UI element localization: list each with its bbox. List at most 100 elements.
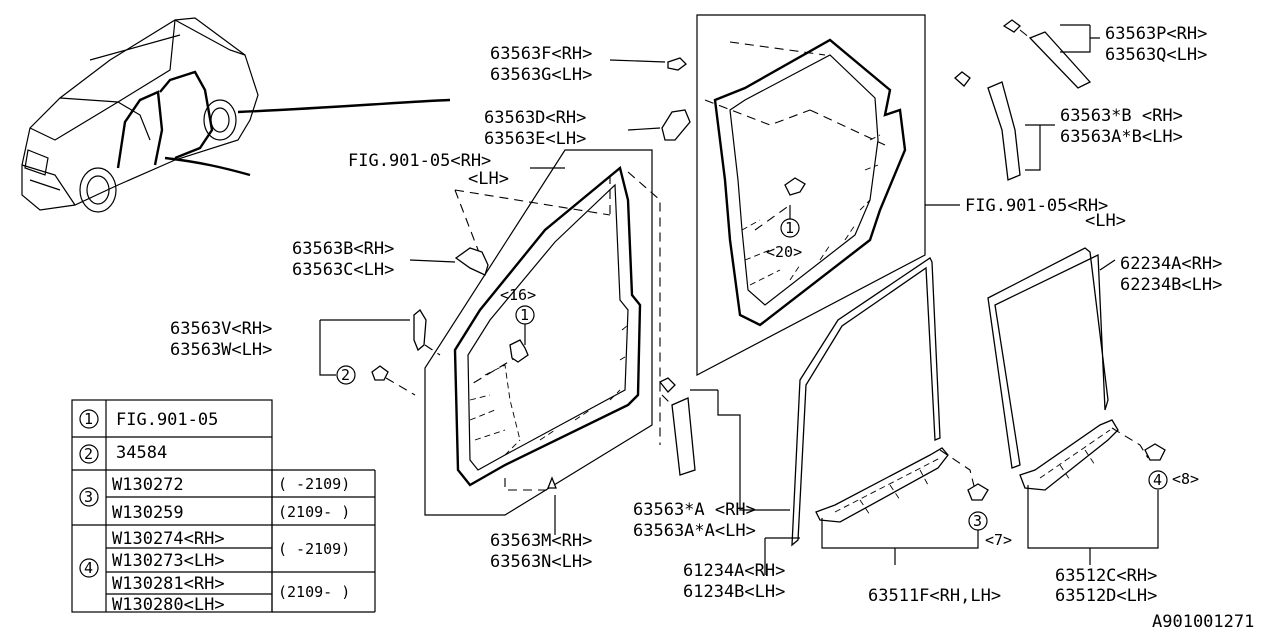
- leader-upper: [237, 98, 451, 114]
- clip-W130272: [967, 483, 989, 501]
- part-63563P-strip: [1028, 31, 1092, 89]
- strip-61234: [791, 257, 941, 547]
- callout-5: 63563P<RH> 63563Q<LH>: [1105, 24, 1207, 65]
- front-door-panel: [424, 149, 661, 516]
- callout-6-lh: 63563A*B<LH>: [1060, 127, 1183, 147]
- marker-clip4: 4 <8>: [1148, 470, 1199, 490]
- part-63563D: [661, 109, 691, 141]
- callout-2: FIG.901-05<RH> <LH>: [348, 151, 509, 189]
- callout-5-rh: 63563P<RH>: [1105, 24, 1207, 44]
- callout-3-lh: 63563C<LH>: [292, 260, 394, 280]
- marker-clip3-qty: <7>: [985, 531, 1012, 549]
- callout-4: 63563V<RH> 63563W<LH>: [170, 319, 272, 360]
- clip-bottom-front: [547, 476, 557, 489]
- part-63563B: [454, 247, 489, 276]
- strip-62234: [987, 247, 1109, 469]
- callout-11-lh: 61234B<LH>: [683, 582, 785, 602]
- marker-clip2-num: 2: [341, 366, 350, 384]
- callout-8: 62234A<RH> 62234B<LH>: [1120, 254, 1222, 295]
- callout-9: 63563M<RH> 63563N<LH>: [490, 531, 592, 572]
- callout-2-lh: <LH>: [468, 169, 509, 189]
- part-63563A-strip: [671, 397, 696, 476]
- marker-front: <16> 1: [500, 286, 536, 325]
- part-63563V: [413, 309, 427, 352]
- marker-clip2: 2: [336, 365, 356, 385]
- part-63563F: [667, 57, 687, 71]
- legend-num-2: 2: [84, 445, 93, 463]
- callout-7-rh: FIG.901-05<RH>: [965, 196, 1108, 216]
- callout-13: 63512C<RH> 63512D<LH>: [1055, 566, 1157, 606]
- callout-8-rh: 62234A<RH>: [1120, 254, 1222, 274]
- vehicle-overview: [21, 17, 259, 213]
- marker-clip4-num: 4: [1153, 471, 1162, 489]
- legend-date-3b: (2109- ): [278, 503, 350, 521]
- rear-door-panel: [696, 14, 926, 376]
- legend-part-4b: W130273<LH>: [112, 551, 225, 571]
- sill-63512C: [1019, 419, 1119, 491]
- legend-num-4: 4: [84, 559, 93, 577]
- callout-6: 63563*B <RH> 63563A*B<LH>: [1060, 106, 1183, 147]
- clip-rear: [784, 177, 806, 196]
- legend-date-4a: ( -2109): [278, 540, 350, 558]
- callout-10: 63563*A <RH> 63563A*A<LH>: [633, 500, 756, 541]
- callout-10-lh: 63563A*A<LH>: [633, 521, 756, 541]
- legend-date-4b: (2109- ): [278, 583, 350, 601]
- callout-9-lh: 63563N<LH>: [490, 552, 592, 572]
- leader-lower: [164, 156, 251, 177]
- part-63563B-strip: [987, 81, 1021, 181]
- marker-clip4-qty: <8>: [1172, 470, 1199, 488]
- callout-7: FIG.901-05<RH> <LH>: [965, 196, 1126, 231]
- marker-front-qty: <16>: [500, 286, 536, 304]
- marker-rear-qty: <20>: [766, 243, 802, 261]
- callout-13-rh: 63512C<RH>: [1055, 566, 1157, 586]
- callout-11: 61234A<RH> 61234B<LH>: [683, 561, 785, 602]
- callout-2-rh: FIG.901-05<RH>: [348, 151, 491, 171]
- marker-front-num: 1: [520, 306, 529, 324]
- legend-part-3a: W130272: [112, 475, 184, 495]
- callout-6-rh: 63563*B <RH>: [1060, 106, 1183, 126]
- legend-part-1: FIG.901-05: [116, 410, 218, 430]
- part-63563B-clip: [954, 71, 971, 87]
- callout-1-rh: 63563D<RH>: [484, 108, 586, 128]
- callout-8-lh: 62234B<LH>: [1120, 275, 1222, 295]
- callout-1: 63563D<RH> 63563E<LH>: [484, 108, 586, 149]
- callout-0-lh: 63563G<LH>: [490, 65, 592, 85]
- clip-W130274: [1144, 443, 1166, 461]
- callout-5-lh: 63563Q<LH>: [1105, 45, 1207, 65]
- clip-front: [509, 339, 529, 363]
- marker-clip3-num: 3: [973, 512, 982, 530]
- sill-63511F: [815, 447, 949, 523]
- part-63563A: [658, 377, 676, 393]
- callout-7-lh: <LH>: [1085, 211, 1126, 231]
- legend-part-4c: W130281<RH>: [112, 574, 225, 594]
- legend-date-3a: ( -2109): [278, 475, 350, 493]
- legend-num-3: 3: [84, 488, 93, 506]
- marker-rear-num: 1: [785, 219, 794, 237]
- part-63563P: [1002, 19, 1021, 33]
- callout-4-lh: 63563W<LH>: [170, 340, 272, 360]
- callout-11-rh: 61234A<RH>: [683, 561, 785, 581]
- clip-34584: [371, 365, 389, 381]
- marker-rear: 1 <20>: [766, 218, 802, 261]
- callout-3-rh: 63563B<RH>: [292, 239, 394, 259]
- callout-4-rh: 63563V<RH>: [170, 319, 272, 339]
- legend-part-2: 34584: [116, 443, 167, 463]
- callout-0: 63563F<RH> 63563G<LH>: [490, 44, 592, 85]
- callout-10-rh: 63563*A <RH>: [633, 500, 756, 520]
- callout-1-lh: 63563E<LH>: [484, 129, 586, 149]
- callout-3: 63563B<RH> 63563C<LH>: [292, 239, 394, 280]
- legend-part-4a: W130274<RH>: [112, 529, 225, 549]
- callout-13-lh: 63512D<LH>: [1055, 586, 1157, 606]
- legend-part-3b: W130259: [112, 503, 184, 523]
- marker-clip3: 3 <7>: [968, 511, 1012, 549]
- legend-table: 1 FIG.901-05 2 34584 3 W130272 W130259 (…: [71, 399, 376, 615]
- legend-num-1: 1: [84, 410, 93, 428]
- diagram-id: A901001271: [1152, 612, 1254, 632]
- callout-0-rh: 63563F<RH>: [490, 44, 592, 64]
- legend-part-4d: W130280<LH>: [112, 595, 225, 615]
- callout-12-rh: 63511F<RH,LH>: [868, 586, 1001, 606]
- callout-12: 63511F<RH,LH>: [868, 586, 1001, 606]
- callout-9-rh: 63563M<RH>: [490, 531, 592, 551]
